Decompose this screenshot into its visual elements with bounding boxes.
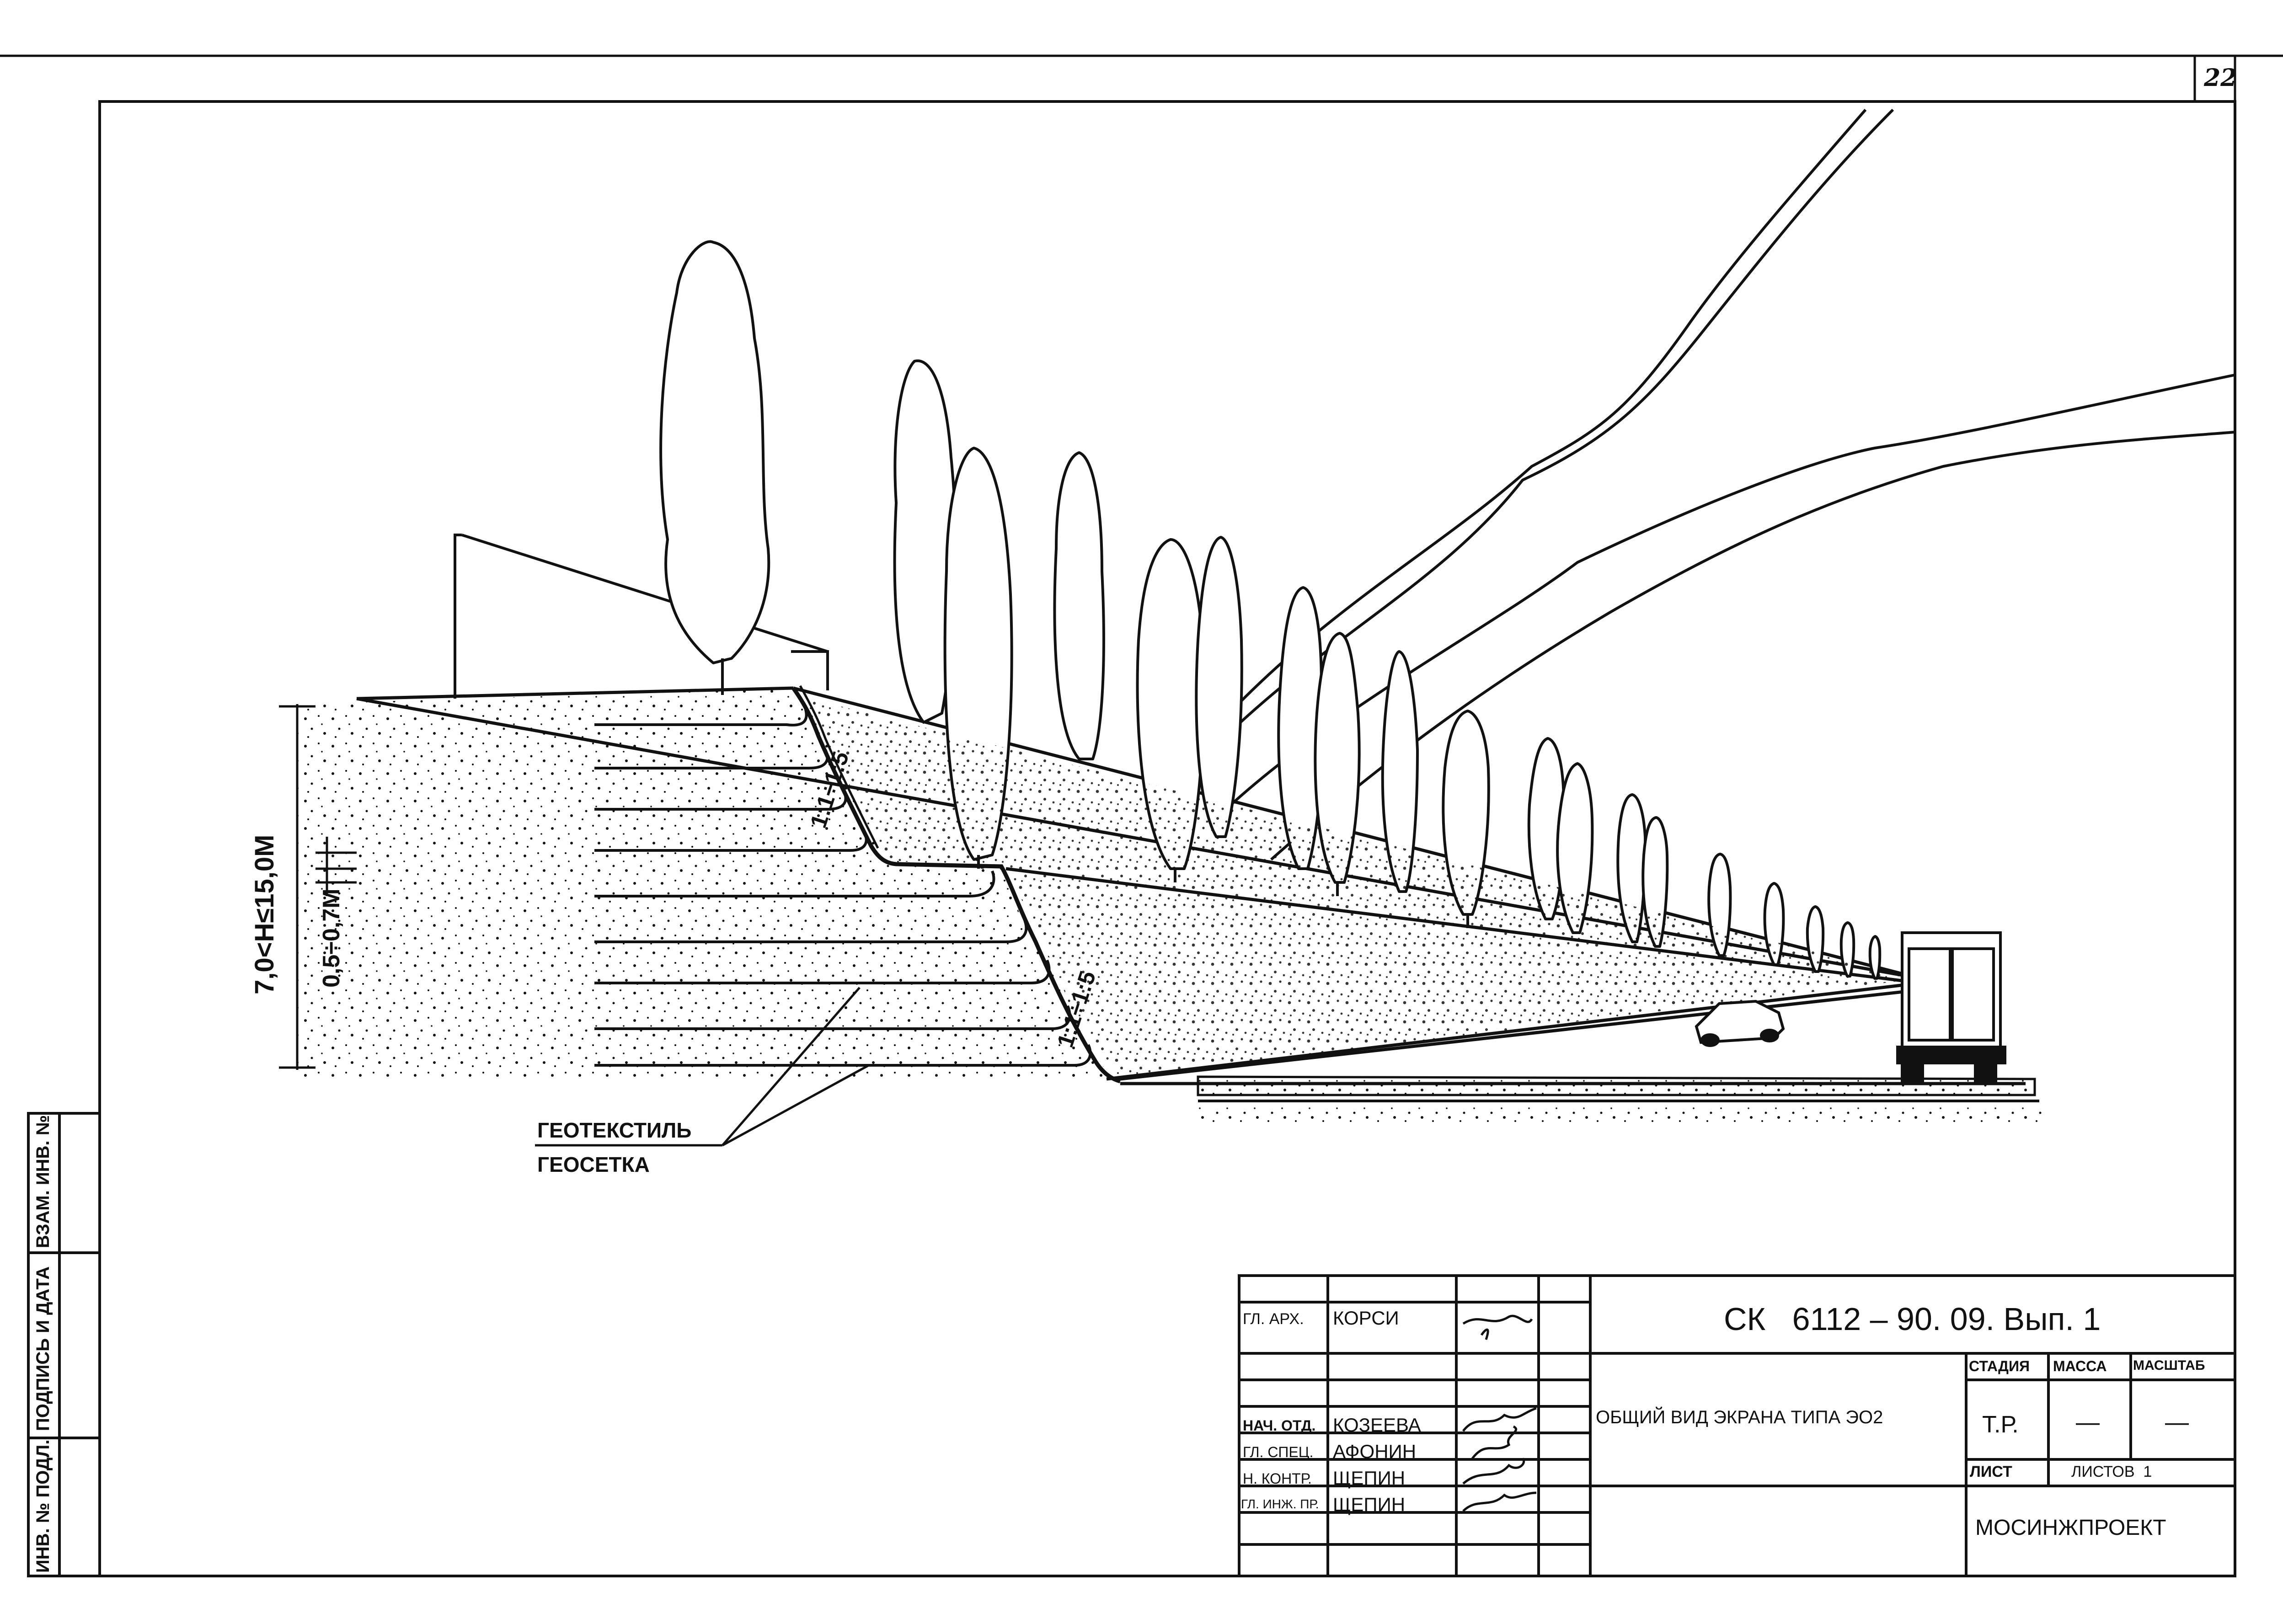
sheet-label: ЛИСТ: [1970, 1463, 2012, 1480]
role-norm-control: Н. КОНТР.: [1243, 1470, 1312, 1487]
background-building: [454, 534, 829, 699]
sheet-number: 22: [2204, 64, 2237, 92]
signatures: [1462, 1314, 1537, 1512]
document-code: СК 6112 – 90. 09. Вып. 1: [1724, 1301, 2101, 1337]
name-chief-engineer: ЩЕПИН: [1333, 1494, 1406, 1515]
embankment-section: [279, 685, 1920, 1147]
title-block-grid: [1238, 1274, 2236, 1577]
name-norm-control: ЩЕПИН: [1333, 1467, 1406, 1489]
name-head-dept: КОЗЕЕВА: [1333, 1414, 1421, 1436]
mass-header: МАССА: [2053, 1358, 2107, 1374]
signature-shchepin: [1462, 1458, 1525, 1485]
truck: [1896, 931, 2006, 1085]
car: [1695, 999, 1785, 1047]
role-chief-spec: ГЛ. СПЕЦ.: [1243, 1444, 1314, 1460]
stage-header: СТАДИЯ: [1969, 1358, 2030, 1374]
name-chief-architect: КОРСИ: [1333, 1307, 1399, 1329]
signature-korsi: [1462, 1314, 1533, 1340]
side-stamp-inv: ИНВ. № ПОДЛ.: [33, 1439, 53, 1573]
side-stamp-frame: [27, 1112, 101, 1577]
scale-value: —: [2165, 1409, 2189, 1436]
drawing-title: ОБЩИЙ ВИД ЭКРАНА ТИПА ЭО2: [1596, 1407, 1883, 1427]
trees: [659, 240, 1882, 980]
signature-afonin: [1471, 1425, 1518, 1459]
geogrid-label: ГЕОСЕТКА: [537, 1153, 650, 1176]
road-surface: [1197, 1075, 2044, 1122]
overpass-lines: [1210, 108, 2235, 861]
dimension-height-label: 7,0<H≤15,0М: [250, 834, 279, 994]
signature-shchepin-2: [1462, 1491, 1537, 1512]
mass-value: —: [2076, 1409, 2100, 1436]
stage-value: Т.Р.: [1982, 1411, 2019, 1438]
sheets-label: ЛИСТОВ 1: [2071, 1463, 2152, 1480]
role-chief-architect: ГЛ. АРХ.: [1243, 1310, 1304, 1328]
role-head-dept: НАЧ. ОТД.: [1243, 1417, 1316, 1434]
name-chief-spec: АФОНИН: [1333, 1441, 1417, 1462]
geotextile-label: ГЕОТЕКСТИЛЬ: [537, 1118, 692, 1142]
signature-kozeeva: [1462, 1407, 1537, 1432]
sheet-number-box: [2193, 54, 2236, 103]
side-stamp-replace: ВЗАМ. ИНВ. №: [33, 1115, 53, 1248]
scale-header: МАСШТАБ: [2133, 1358, 2205, 1373]
organization-name: МОСИНЖПРОЕКТ: [1975, 1516, 2166, 1540]
dimension-layer-label: 0,5÷0,7М: [318, 888, 345, 988]
role-chief-engineer: ГЛ. ИНЖ. ПР.: [1241, 1497, 1319, 1511]
side-stamp-sign-date: ПОДПИСЬ И ДАТА: [33, 1266, 53, 1431]
